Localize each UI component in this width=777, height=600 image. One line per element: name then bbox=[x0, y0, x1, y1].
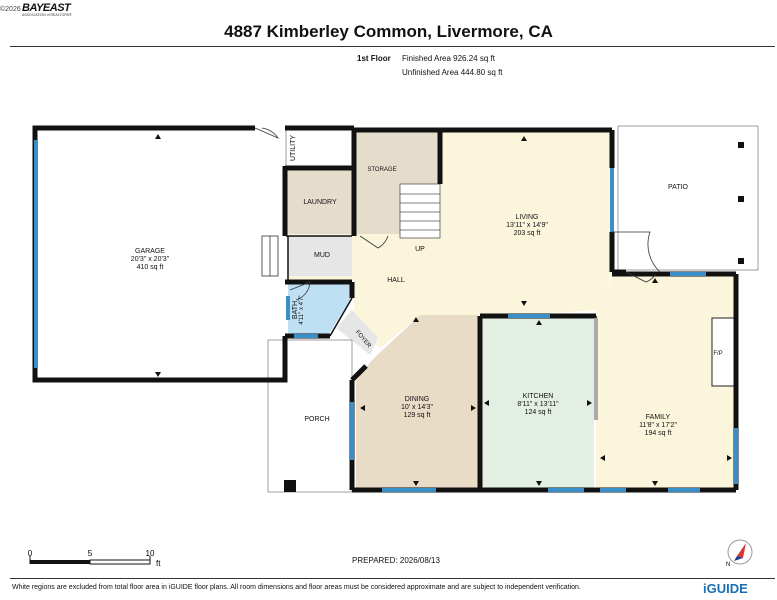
mud-room bbox=[288, 236, 352, 276]
foyer-area bbox=[336, 310, 378, 355]
scale-tick-5: 5 bbox=[88, 549, 93, 558]
patio-posts bbox=[738, 142, 744, 264]
patio-label: PATIO bbox=[668, 184, 689, 191]
family-area: 194 sq ft bbox=[645, 430, 672, 437]
living-room bbox=[442, 132, 612, 310]
porch-label: PORCH bbox=[304, 416, 329, 423]
dimension-arrows bbox=[155, 134, 732, 486]
kitchen-area: 124 sq ft bbox=[525, 409, 552, 416]
family-room bbox=[596, 276, 736, 490]
compass-label: N bbox=[726, 562, 730, 568]
bath-dims: 4'11" x 4'7" bbox=[299, 295, 305, 324]
porch-post bbox=[284, 480, 296, 492]
garage-label: GARAGE bbox=[135, 248, 165, 255]
compass-icon: N bbox=[726, 539, 753, 568]
laundry-label: LAUNDRY bbox=[303, 199, 337, 206]
living-label: LIVING bbox=[516, 214, 539, 221]
scale-tick-10: 10 bbox=[146, 549, 155, 558]
footer-divider bbox=[10, 578, 775, 579]
finished-area: Finished Area 926.24 sq ft bbox=[402, 54, 495, 63]
copyright-text: ©2026 bbox=[0, 6, 21, 13]
fireplace-label: F/P bbox=[713, 351, 722, 357]
garage-area: 410 sq ft bbox=[137, 264, 164, 271]
dining-dims: 10' x 14'3" bbox=[401, 404, 434, 411]
family-label: FAMILY bbox=[646, 414, 671, 421]
kitchen-label: KITCHEN bbox=[523, 393, 554, 400]
family-dims: 11'8" x 17'2" bbox=[639, 422, 677, 429]
bayeast-logo-subtext: ASSOCIATION of REALTORS® bbox=[22, 13, 72, 17]
laundry-room bbox=[287, 170, 353, 234]
garage-steps bbox=[261, 235, 279, 277]
page-title: 4887 Kimberley Common, Livermore, CA bbox=[224, 22, 553, 41]
door-swings bbox=[254, 127, 661, 301]
bayeast-logo: BAYEAST bbox=[22, 2, 71, 14]
dining-room bbox=[356, 315, 478, 490]
unfinished-area: Unfinished Area 444.80 sq ft bbox=[402, 68, 503, 77]
living-area: 203 sq ft bbox=[514, 230, 541, 237]
floor-label: 1st Floor bbox=[357, 54, 391, 63]
footer-note: White regions are excluded from total fl… bbox=[12, 584, 581, 591]
mud-label: MUD bbox=[314, 252, 330, 259]
dining-area: 129 sq ft bbox=[404, 412, 431, 419]
kitchen-room bbox=[482, 318, 594, 490]
staircase bbox=[399, 183, 441, 239]
garage-dims: 20'3" x 20'3" bbox=[131, 256, 170, 263]
scale-unit: ft bbox=[156, 559, 161, 568]
porch-area bbox=[267, 339, 353, 493]
patio-area bbox=[617, 125, 759, 271]
utility-label: UTILITY bbox=[290, 135, 297, 161]
hall-label: HALL bbox=[387, 277, 405, 284]
living-dims: 13'11" x 14'9" bbox=[506, 222, 548, 229]
garage-fill bbox=[35, 128, 285, 380]
dining-label: DINING bbox=[405, 396, 430, 403]
scale-tick-0: 0 bbox=[28, 549, 33, 558]
header-divider bbox=[10, 46, 775, 47]
kitchen-dims: 8'11" x 13'11" bbox=[517, 401, 559, 408]
bath-label: BATH bbox=[292, 301, 299, 319]
storage-label: STORAGE bbox=[367, 167, 396, 173]
iguide-logo: iGUIDE bbox=[703, 581, 748, 596]
windows bbox=[34, 140, 738, 492]
prepared-date: PREPARED: 2026/08/13 bbox=[352, 556, 440, 565]
scale-bar: 0 5 10 ft bbox=[28, 549, 161, 568]
up-label: UP bbox=[415, 246, 425, 253]
